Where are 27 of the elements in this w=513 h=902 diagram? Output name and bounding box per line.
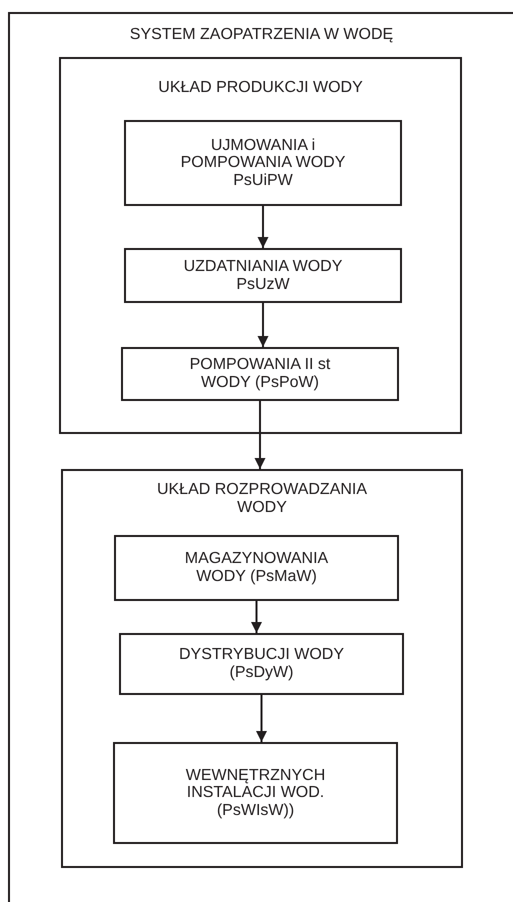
group-title: UKŁAD ROZPROWADZANIA WODY	[156, 481, 368, 516]
arrow	[256, 695, 267, 742]
group-box	[61, 469, 463, 868]
arrow	[254, 401, 266, 469]
process-box	[113, 742, 398, 844]
group-box	[59, 57, 462, 434]
arrow	[251, 601, 262, 633]
process-box	[114, 535, 399, 601]
process-box	[121, 347, 399, 401]
box-label: DYSTRYBUCJI WODY	[178, 646, 344, 664]
process-box	[124, 120, 402, 206]
box-label: MAGAZYNOWANIA WODY (PsMaW)	[184, 550, 330, 586]
box-label: (PsDyW)	[230, 664, 294, 682]
arrow	[258, 206, 268, 248]
box-label: PsUiPW	[233, 172, 293, 190]
box-label: WEWNĘTRZNYCH INSTALACJI WOD.	[184, 766, 326, 802]
box-label: (PsWIsW))	[216, 802, 294, 820]
process-box	[124, 248, 402, 303]
group-title: UKŁAD PRODUKCJI WODY	[158, 79, 363, 97]
box-label: UZDATNIANIA WODY	[184, 258, 342, 276]
frame-title: SYSTEM ZAOPATRZENIA W WODĘ	[130, 26, 394, 44]
process-box	[119, 633, 404, 695]
box-label: UJMOWANIA i POMPOWANIA WODY	[180, 136, 346, 172]
box-label: POMPOWANIA II st WODY (PsPoW)	[188, 356, 332, 392]
box-label: PsUzW	[236, 276, 290, 294]
system-frame	[8, 12, 513, 902]
arrow	[258, 303, 268, 347]
